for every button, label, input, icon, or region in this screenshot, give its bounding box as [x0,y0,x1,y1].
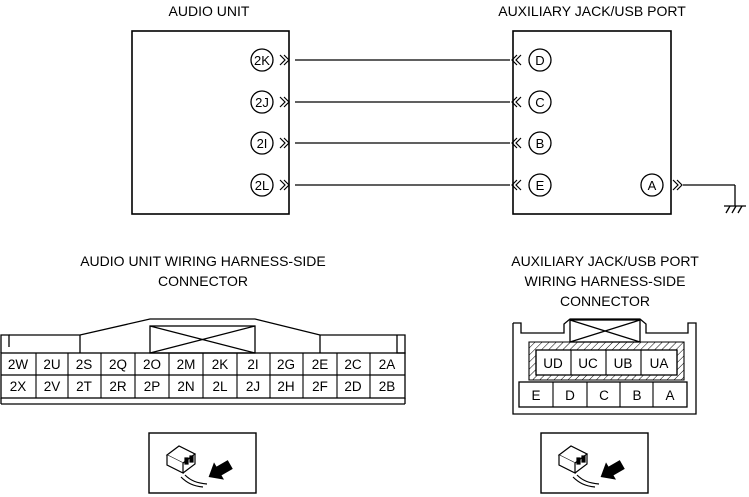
aux-connector-chevrons [511,54,522,191]
audio-pin-label: 2I [257,136,268,151]
audio-cell: 2G [277,357,295,372]
audio-cell: 2N [177,379,194,394]
audio-cell: 2X [10,379,27,394]
audio-cell: 2T [76,379,92,394]
audio-unit-title: AUDIO UNIT [169,3,250,19]
audio-cell: 2D [344,379,362,394]
audio-cell: 2O [143,357,161,372]
aux-pin-b: B [528,131,552,155]
aux-connector-row1: UD UC UB UA [543,356,668,371]
aux-connector-row2: E D C B A [531,388,674,403]
aux-pin-a: A [640,173,664,197]
aux-pin-d: D [528,48,552,72]
audio-cell: 2S [76,357,93,372]
audio-cell: 2V [44,379,61,394]
aux-cell: B [632,388,641,403]
audio-cell: 2J [246,379,260,394]
aux-pin-label: E [536,178,545,193]
aux-cell: D [565,388,575,403]
audio-harness-title-line1: AUDIO UNIT WIRING HARNESS-SIDE [80,253,326,269]
aux-cell: A [665,388,674,403]
aux-pin-e: E [528,173,552,197]
audio-cell: 2P [144,379,161,394]
aux-cell: UA [650,356,669,371]
aux-jack-title: AUXILIARY JACK/USB PORT [498,3,686,19]
audio-pin-2k: 2K [250,48,274,72]
audio-cell: 2F [312,379,328,394]
audio-pin-label: 2K [254,53,270,68]
aux-harness-title-line1: AUXILIARY JACK/USB PORT [511,253,699,269]
ground-chevrons [672,179,683,191]
audio-cell: 2L [212,379,228,394]
aux-connector [512,318,697,415]
audio-cell: 2E [312,357,329,372]
audio-connector [0,318,406,405]
audio-pin-label: 2J [255,95,269,110]
audio-cell: 2K [212,357,229,372]
aux-cell: E [531,388,540,403]
audio-cell: 2B [379,379,396,394]
audio-pin-2j: 2J [250,90,274,114]
audio-cell: 2W [8,357,29,372]
audio-cell: 2M [177,357,196,372]
audio-cell: 2U [43,357,60,372]
audio-cell: 2C [344,357,362,372]
aux-pin-label: C [535,95,544,110]
audio-connector-grid-lines [35,353,371,398]
audio-cell: 2R [109,379,127,394]
audio-pin-2l: 2L [250,173,274,197]
aux-pin-c: C [528,90,552,114]
aux-cell: UD [543,356,563,371]
audio-cell: 2I [247,357,258,372]
aux-cell: UC [578,356,598,371]
ground-icon [724,185,746,214]
audio-cell: 2Q [109,357,127,372]
aux-pin-label: D [535,53,544,68]
aux-pin-label: A [648,178,657,193]
audio-connector-row2: 2X 2V 2T 2R 2P 2N 2L 2J 2H 2F 2D 2B [10,379,396,394]
connector-plug-icon [148,432,257,494]
audio-pin-2i: 2I [250,131,274,155]
aux-cell: C [599,388,609,403]
aux-harness-title-line2: WIRING HARNESS-SIDE [524,273,685,289]
aux-pin-label: B [536,136,545,151]
audio-connector-chevrons [279,54,290,191]
audio-harness-title-line2: CONNECTOR [158,273,248,289]
audio-connector-row1: 2W 2U 2S 2Q 2O 2M 2K 2I 2G 2E 2C 2A [8,357,395,372]
audio-pin-label: 2L [255,178,269,193]
aux-harness-title-line3: CONNECTOR [560,293,650,309]
connector-plug-icon [540,432,649,494]
audio-cell: 2A [379,357,396,372]
audio-cell: 2H [277,379,294,394]
aux-cell: UB [614,356,633,371]
